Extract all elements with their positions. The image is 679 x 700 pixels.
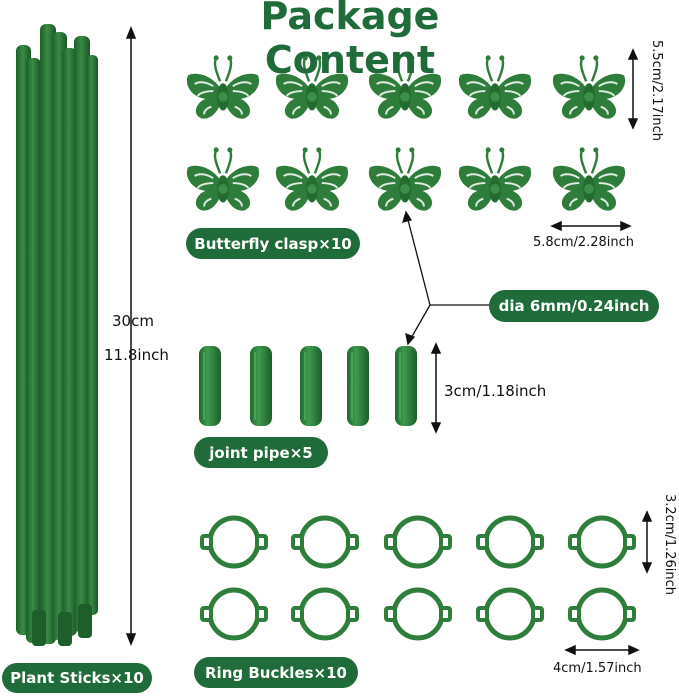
- butterfly-clasp-label: Butterfly clasp×10: [186, 228, 360, 259]
- plant-sticks-icon: [16, 24, 98, 646]
- diameter-label: dia 6mm/0.24inch: [489, 290, 659, 322]
- ring-width-label: 4cm/1.57inch: [553, 661, 642, 676]
- butterfly-width-label: 5.8cm/2.28inch: [533, 235, 635, 250]
- stick-length-cm: 30cm: [112, 312, 154, 330]
- pipe-length-label: 3cm/1.18inch: [444, 382, 547, 400]
- plant-sticks-label: Plant Sticks×10: [2, 663, 152, 693]
- ring-buckles: [202, 518, 634, 638]
- stick-length-arrow: [125, 25, 137, 647]
- ring-height-label: 3.2cm/1.26inch: [662, 494, 677, 596]
- page-title: Package Content: [260, 0, 440, 82]
- joint-pipes: [198, 345, 418, 427]
- ring-buckles-label: Ring Buckles×10: [194, 657, 358, 688]
- butterfly-height-label: 5.5cm/2.17inch: [649, 40, 664, 142]
- joint-pipe-label: joint pipe×5: [194, 437, 328, 468]
- stick-length-inch: 11.8inch: [104, 346, 169, 364]
